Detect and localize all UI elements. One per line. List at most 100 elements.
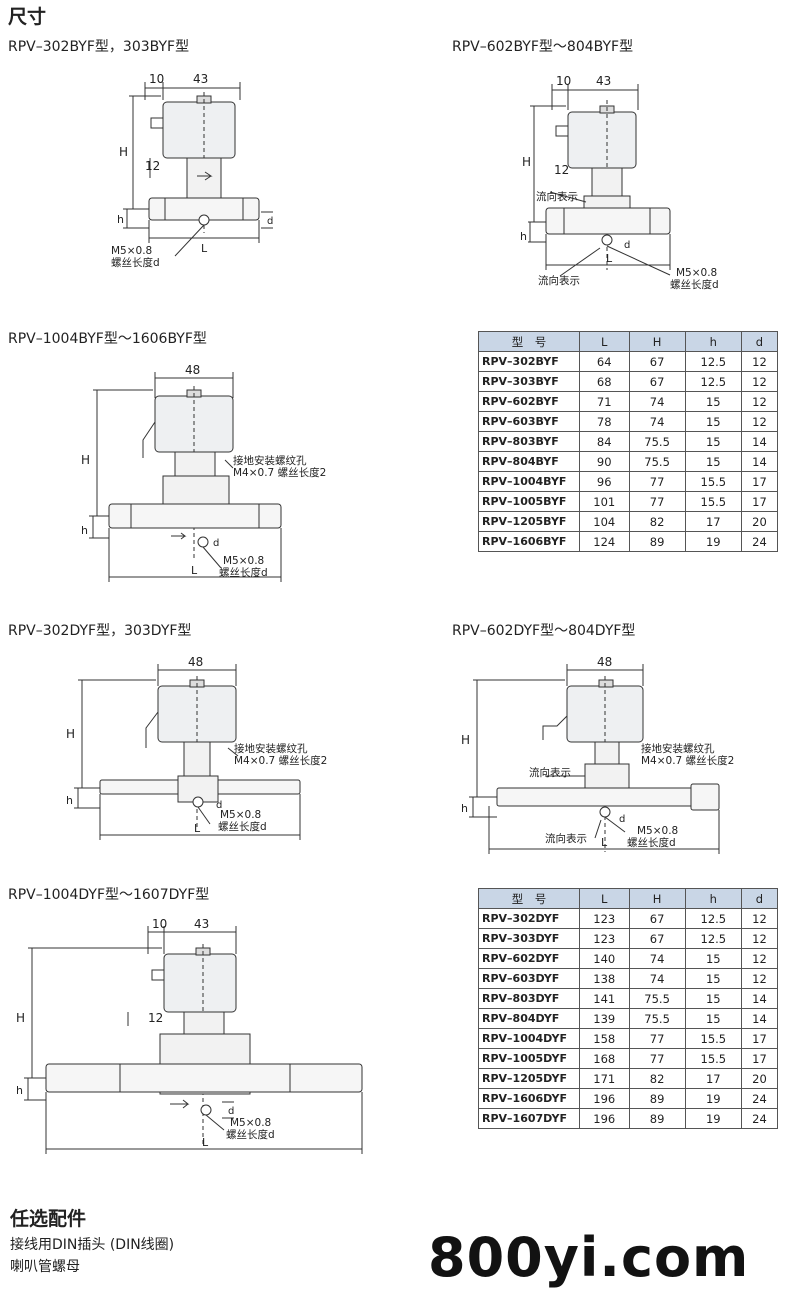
cell-h: 19	[684, 531, 742, 552]
cell-L: 96	[579, 471, 630, 492]
column-header: h	[684, 888, 742, 909]
cell-L: 171	[579, 1068, 630, 1089]
table-header-row: 型 号 L H h d	[478, 888, 779, 909]
drawing-title-602byf: RPV–602BYF型～804BYF型	[452, 39, 634, 55]
drawing-602byf: 10 43 H 12 h L d 流向表示 流向表示 M5×0.8 螺丝长度d	[520, 70, 720, 295]
cell-d: 24	[740, 1108, 779, 1129]
cell-H: 67	[628, 371, 686, 392]
dim-label: 43	[193, 72, 208, 86]
dim-label: 螺丝长度d	[111, 256, 160, 269]
cell-h: 15	[684, 411, 742, 432]
cell-d: 12	[740, 928, 779, 949]
cell-h: 15	[684, 968, 742, 989]
dim-label: 48	[597, 655, 612, 669]
cell-L: 84	[579, 431, 630, 452]
cell-h: 15	[684, 391, 742, 412]
dim-label: 48	[185, 363, 200, 377]
cell-h: 15.5	[684, 471, 742, 492]
cell-H: 74	[628, 411, 686, 432]
cell-H: 75.5	[628, 451, 686, 472]
dim-label: 12	[554, 163, 569, 177]
cell-H: 67	[628, 908, 686, 929]
model-cell: RPV–804BYF	[478, 451, 580, 472]
column-header: H	[628, 331, 686, 352]
cell-L: 158	[579, 1028, 630, 1049]
column-header: L	[579, 888, 630, 909]
column-header: d	[740, 888, 779, 909]
column-header: L	[579, 331, 630, 352]
dim-label: 流向表示	[545, 832, 587, 845]
dim-label: 螺丝长度d	[219, 566, 268, 579]
dim-label: L	[606, 252, 613, 265]
cell-H: 67	[628, 351, 686, 372]
cell-h: 12.5	[684, 908, 742, 929]
cell-L: 71	[579, 391, 630, 412]
dim-label: h	[520, 230, 527, 243]
dim-label: 流向表示	[529, 766, 571, 779]
dim-label: M5×0.8	[230, 1117, 271, 1129]
cell-H: 89	[628, 531, 686, 552]
cell-H: 77	[628, 1028, 686, 1049]
cell-H: 82	[628, 511, 686, 532]
cell-L: 123	[579, 908, 630, 929]
model-cell: RPV–1205DYF	[478, 1068, 580, 1089]
drawing-title-602dyf: RPV–602DYF型～804DYF型	[452, 623, 636, 639]
section-title-dimensions: 尺寸	[8, 6, 47, 28]
cell-h: 15.5	[684, 491, 742, 512]
dim-label: L	[201, 242, 208, 255]
model-cell: RPV–302DYF	[478, 908, 580, 929]
column-header: 型 号	[478, 888, 580, 909]
model-cell: RPV–303BYF	[478, 371, 580, 392]
dim-label: L	[202, 1136, 209, 1149]
dim-label: 流向表示	[538, 274, 580, 287]
model-cell: RPV–303DYF	[478, 928, 580, 949]
cell-d: 12	[740, 411, 779, 432]
cell-H: 77	[628, 1048, 686, 1069]
dim-label: 43	[194, 917, 209, 931]
model-cell: RPV–1005DYF	[478, 1048, 580, 1069]
drawing-title-1004dyf: RPV–1004DYF型～1607DYF型	[8, 887, 210, 903]
dim-label: h	[66, 794, 73, 807]
dim-label: 43	[596, 74, 611, 88]
model-cell: RPV–803BYF	[478, 431, 580, 452]
cell-H: 74	[628, 968, 686, 989]
model-cell: RPV–1205BYF	[478, 511, 580, 532]
dim-label: L	[194, 822, 201, 835]
cell-h: 15	[684, 988, 742, 1009]
cell-L: 123	[579, 928, 630, 949]
dim-label: 接地安装螺纹孔	[234, 742, 308, 755]
dim-label: M4×0.7 螺丝长度2	[234, 754, 327, 767]
cell-h: 15	[684, 1008, 742, 1029]
dim-label: h	[16, 1084, 23, 1097]
model-cell: RPV–1606BYF	[478, 531, 580, 552]
cell-L: 140	[579, 948, 630, 969]
cell-L: 68	[579, 371, 630, 392]
valve-drawing-602dyf: 48 H h L d 接地安装螺纹孔 M4×0.7 螺丝长度2 流向表示 流向表…	[461, 655, 734, 854]
dim-label: d	[267, 216, 273, 227]
cell-H: 74	[628, 948, 686, 969]
column-header: h	[684, 331, 742, 352]
dim-label: M5×0.8	[220, 809, 261, 821]
dim-label: 螺丝长度d	[627, 836, 676, 849]
cell-H: 89	[628, 1088, 686, 1109]
cell-H: 89	[628, 1108, 686, 1129]
dim-label: H	[16, 1011, 25, 1025]
cell-d: 14	[740, 988, 779, 1009]
option-item-flare-nut: 喇叭管螺母	[10, 1259, 80, 1275]
dim-label: M5×0.8	[637, 825, 678, 837]
cell-H: 75.5	[628, 1008, 686, 1029]
cell-h: 19	[684, 1108, 742, 1129]
cell-h: 12.5	[684, 351, 742, 372]
